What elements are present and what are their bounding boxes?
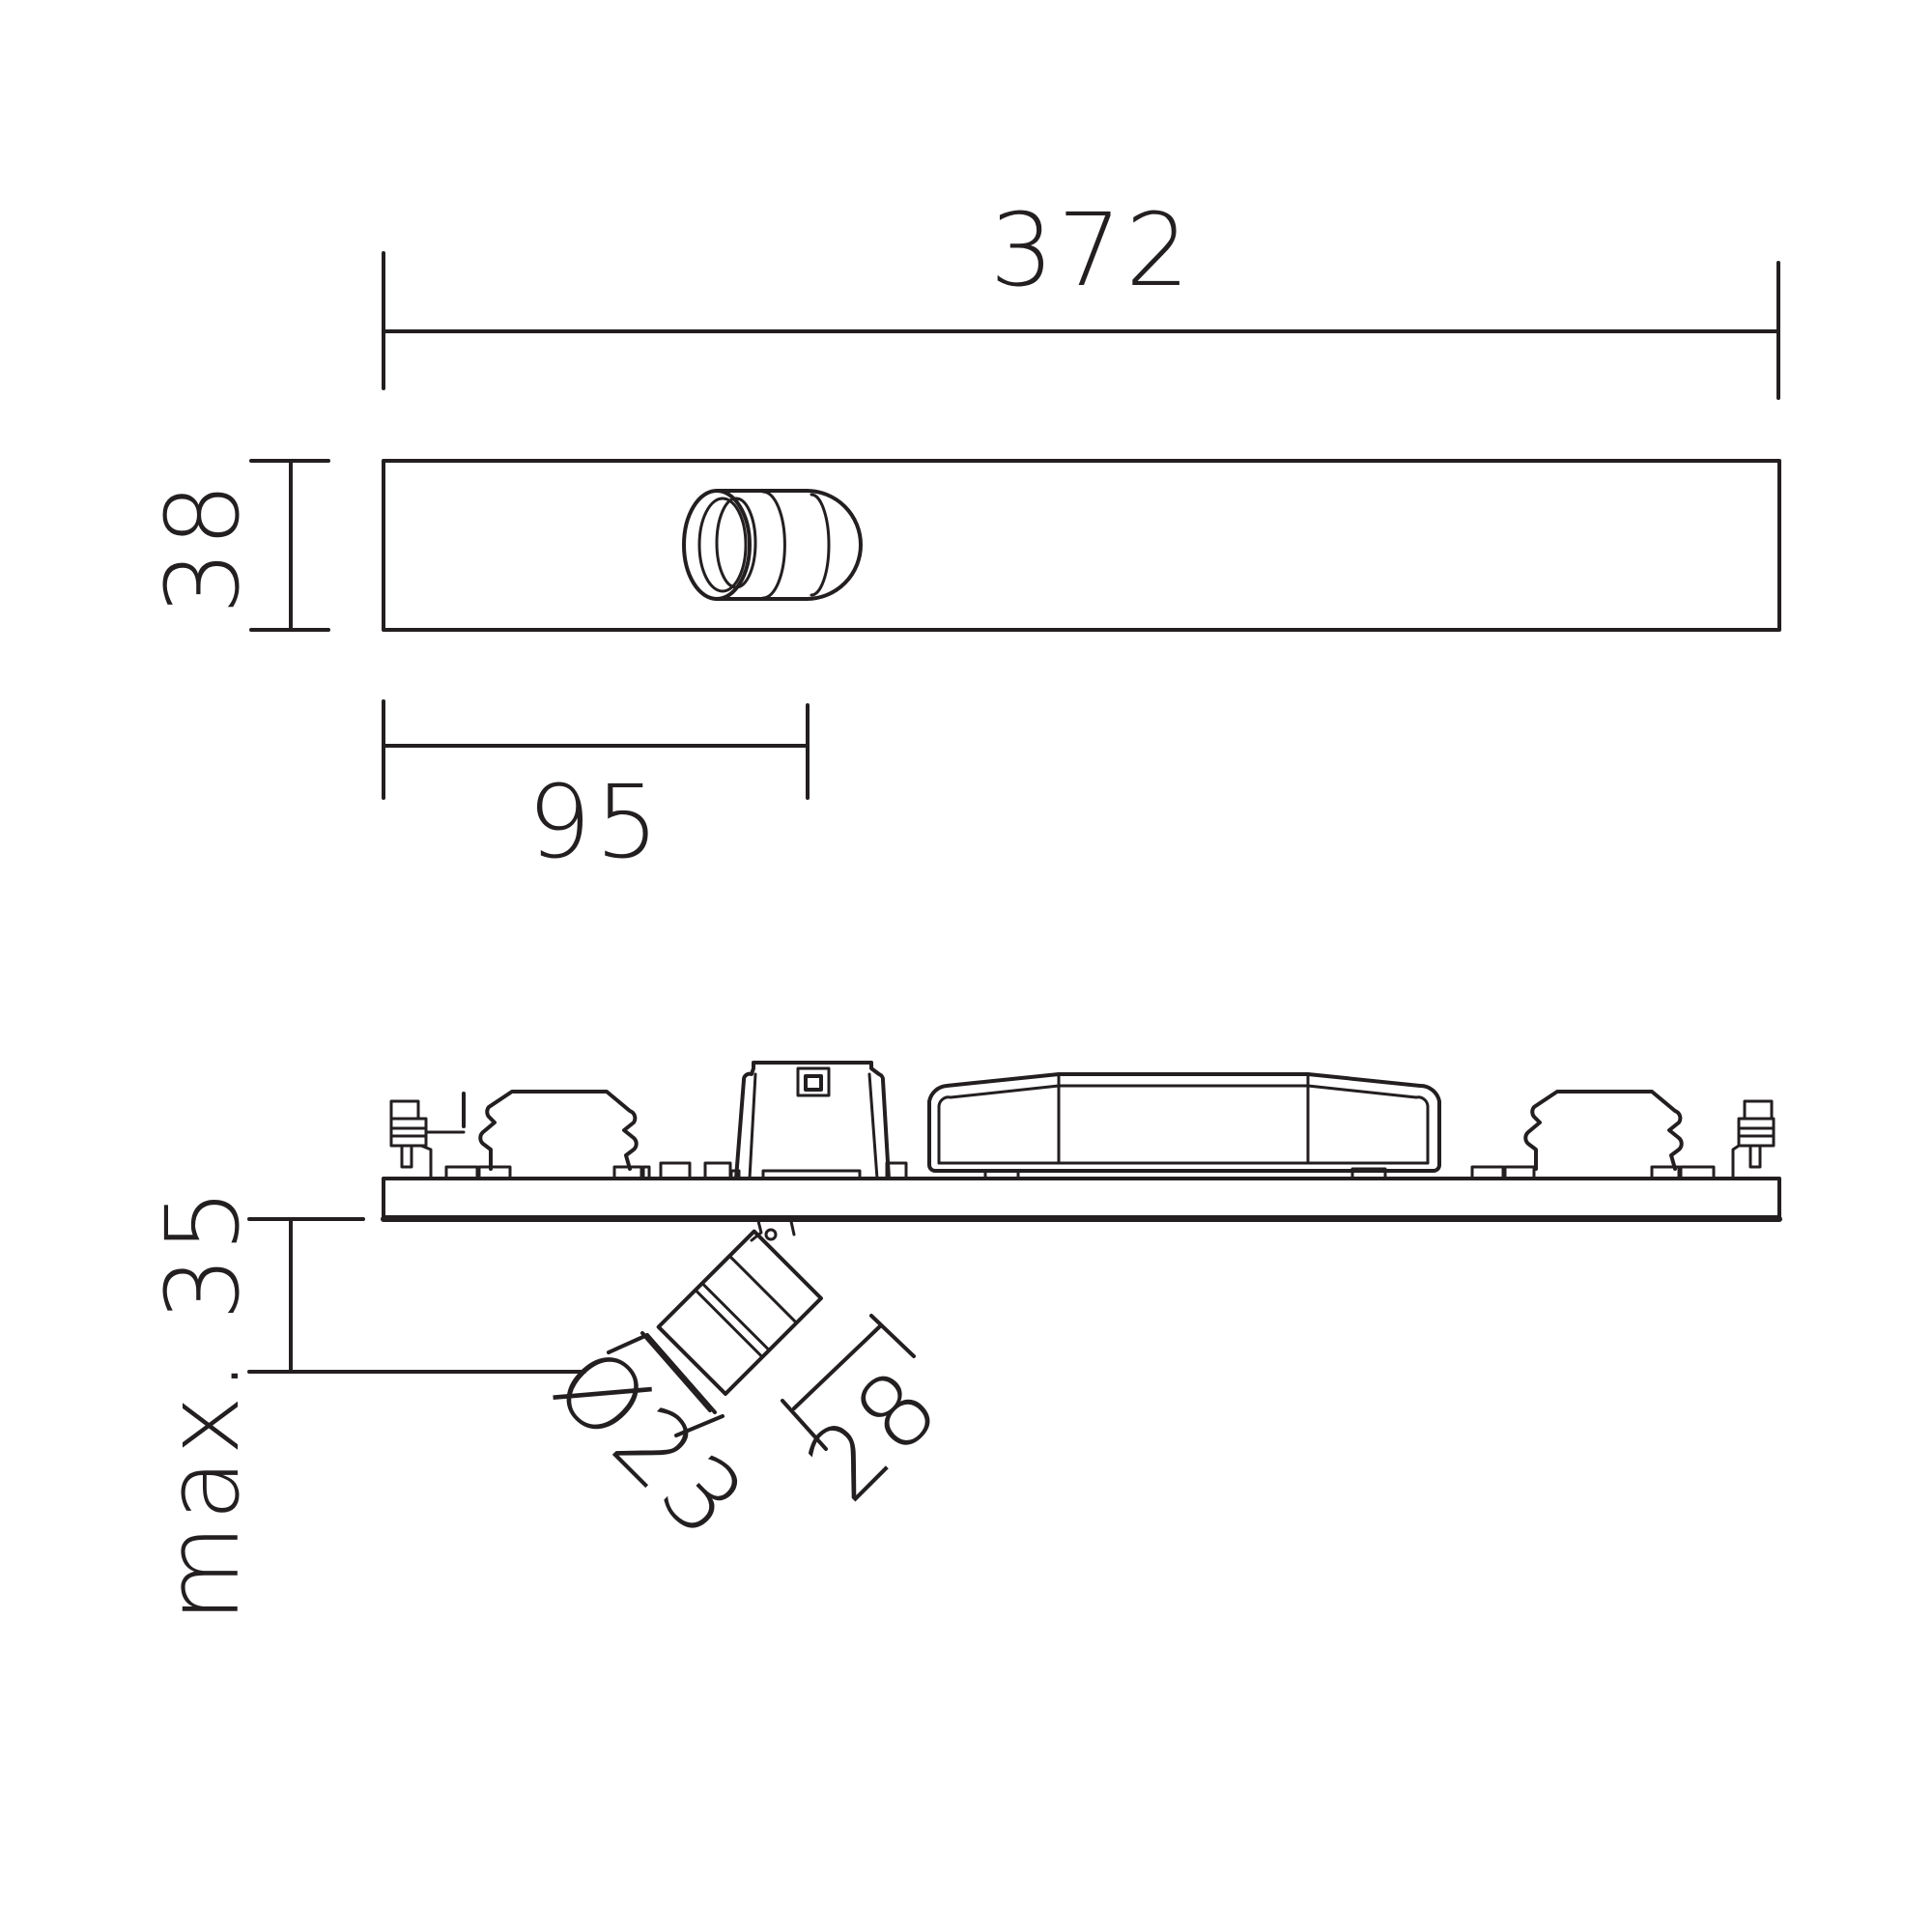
offset-dimension: 95 (382, 699, 810, 881)
right-spring-clip (1470, 1090, 1716, 1180)
height-label: 38 (144, 479, 262, 614)
spot-head-top (682, 489, 863, 601)
left-end-clip (389, 1092, 466, 1180)
driver-unit (927, 1072, 1441, 1180)
height-dimension: 38 (144, 459, 330, 632)
diameter-label: Ø23 (531, 1324, 769, 1562)
luminaire-top-outline (382, 459, 1781, 632)
luminaire-base-plate (382, 1177, 1781, 1219)
diameter-dimension: Ø23 (531, 1324, 769, 1562)
max-protrusion-label: max. 35 (144, 1184, 262, 1622)
max-protrusion-dimension: max. 35 (144, 1184, 586, 1623)
top-view: 372 38 95 (144, 191, 1781, 881)
offset-label: 95 (527, 763, 663, 881)
side-view: max. 35 Ø23 28 (144, 1061, 1782, 1623)
length-dimension: 372 (382, 191, 1780, 400)
left-spring-clip (444, 1090, 651, 1180)
spot-length-label: 28 (784, 1345, 964, 1524)
length-label: 372 (990, 191, 1194, 309)
right-end-clip (1731, 1099, 1776, 1180)
spot-length-dimension: 28 (781, 1314, 964, 1524)
spot-head-side (656, 1215, 823, 1396)
terminal-box (734, 1061, 908, 1180)
